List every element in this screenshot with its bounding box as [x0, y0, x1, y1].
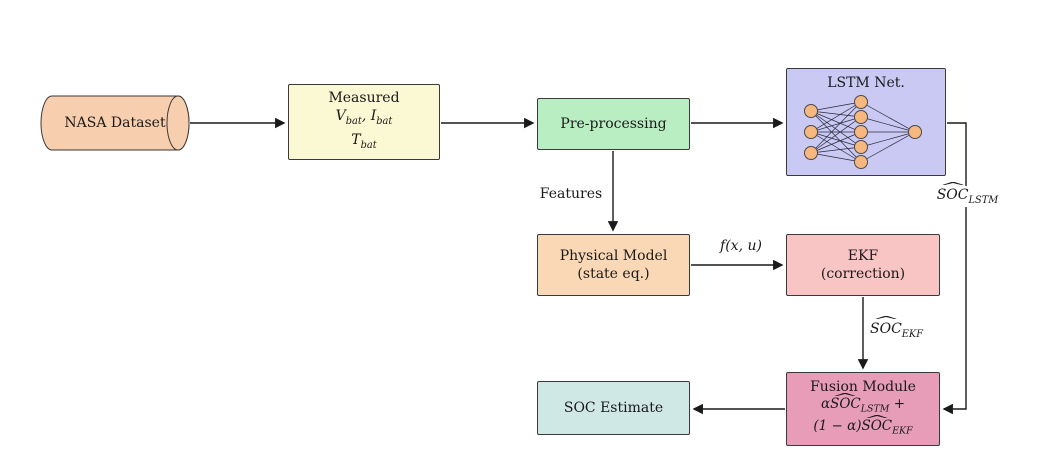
features-edge-label: Features [539, 186, 603, 202]
fusion-formula-line2: (1 − α)^SOCEKF [813, 412, 913, 437]
fusion-module-title: Fusion Module [810, 378, 916, 395]
node-measured: Measured Vbat, Ibat Tbat [288, 84, 440, 160]
node-physical-model: Physical Model (state eq.) [537, 234, 690, 296]
arrow-lstm-to-fusion [942, 122, 967, 415]
soc-estimate-label: SOC Estimate [563, 400, 664, 416]
nasa-dataset-label: NASA Dataset [64, 115, 166, 131]
physical-model-line2: (state eq.) [577, 266, 650, 282]
nasa-cylinder-shape [40, 95, 190, 151]
fxu-edge-label: f(x, u) [720, 238, 762, 254]
soc-ekf-edge-label: ^SOCEKF [870, 314, 924, 340]
lstm-net-label: LSTM Net. [827, 75, 905, 91]
neural-network-icon [804, 95, 922, 169]
measured-variables-line1: Vbat, Ibat [335, 108, 393, 127]
physical-model-line1: Physical Model [559, 248, 668, 264]
node-soc-estimate: SOC Estimate [537, 381, 690, 435]
ekf-line2: (correction) [820, 266, 906, 282]
measured-variables-line2: Tbat [351, 132, 377, 151]
node-nasa-dataset: NASA Dataset [52, 112, 178, 134]
fusion-formula-line1: α^SOCLSTM + [820, 391, 906, 415]
node-lstm-net: LSTM Net. [786, 68, 946, 176]
node-ekf: EKF (correction) [786, 234, 940, 296]
ekf-line1: EKF [847, 248, 879, 264]
node-preprocessing: Pre-processing [537, 98, 690, 150]
measured-title: Measured [328, 90, 400, 107]
node-fusion-module: Fusion Module α^SOCLSTM + (1 − α)^SOCEKF [786, 372, 940, 446]
soc-lstm-edge-label: ^SOCLSTM [920, 180, 1015, 207]
preprocessing-label: Pre-processing [560, 116, 667, 132]
